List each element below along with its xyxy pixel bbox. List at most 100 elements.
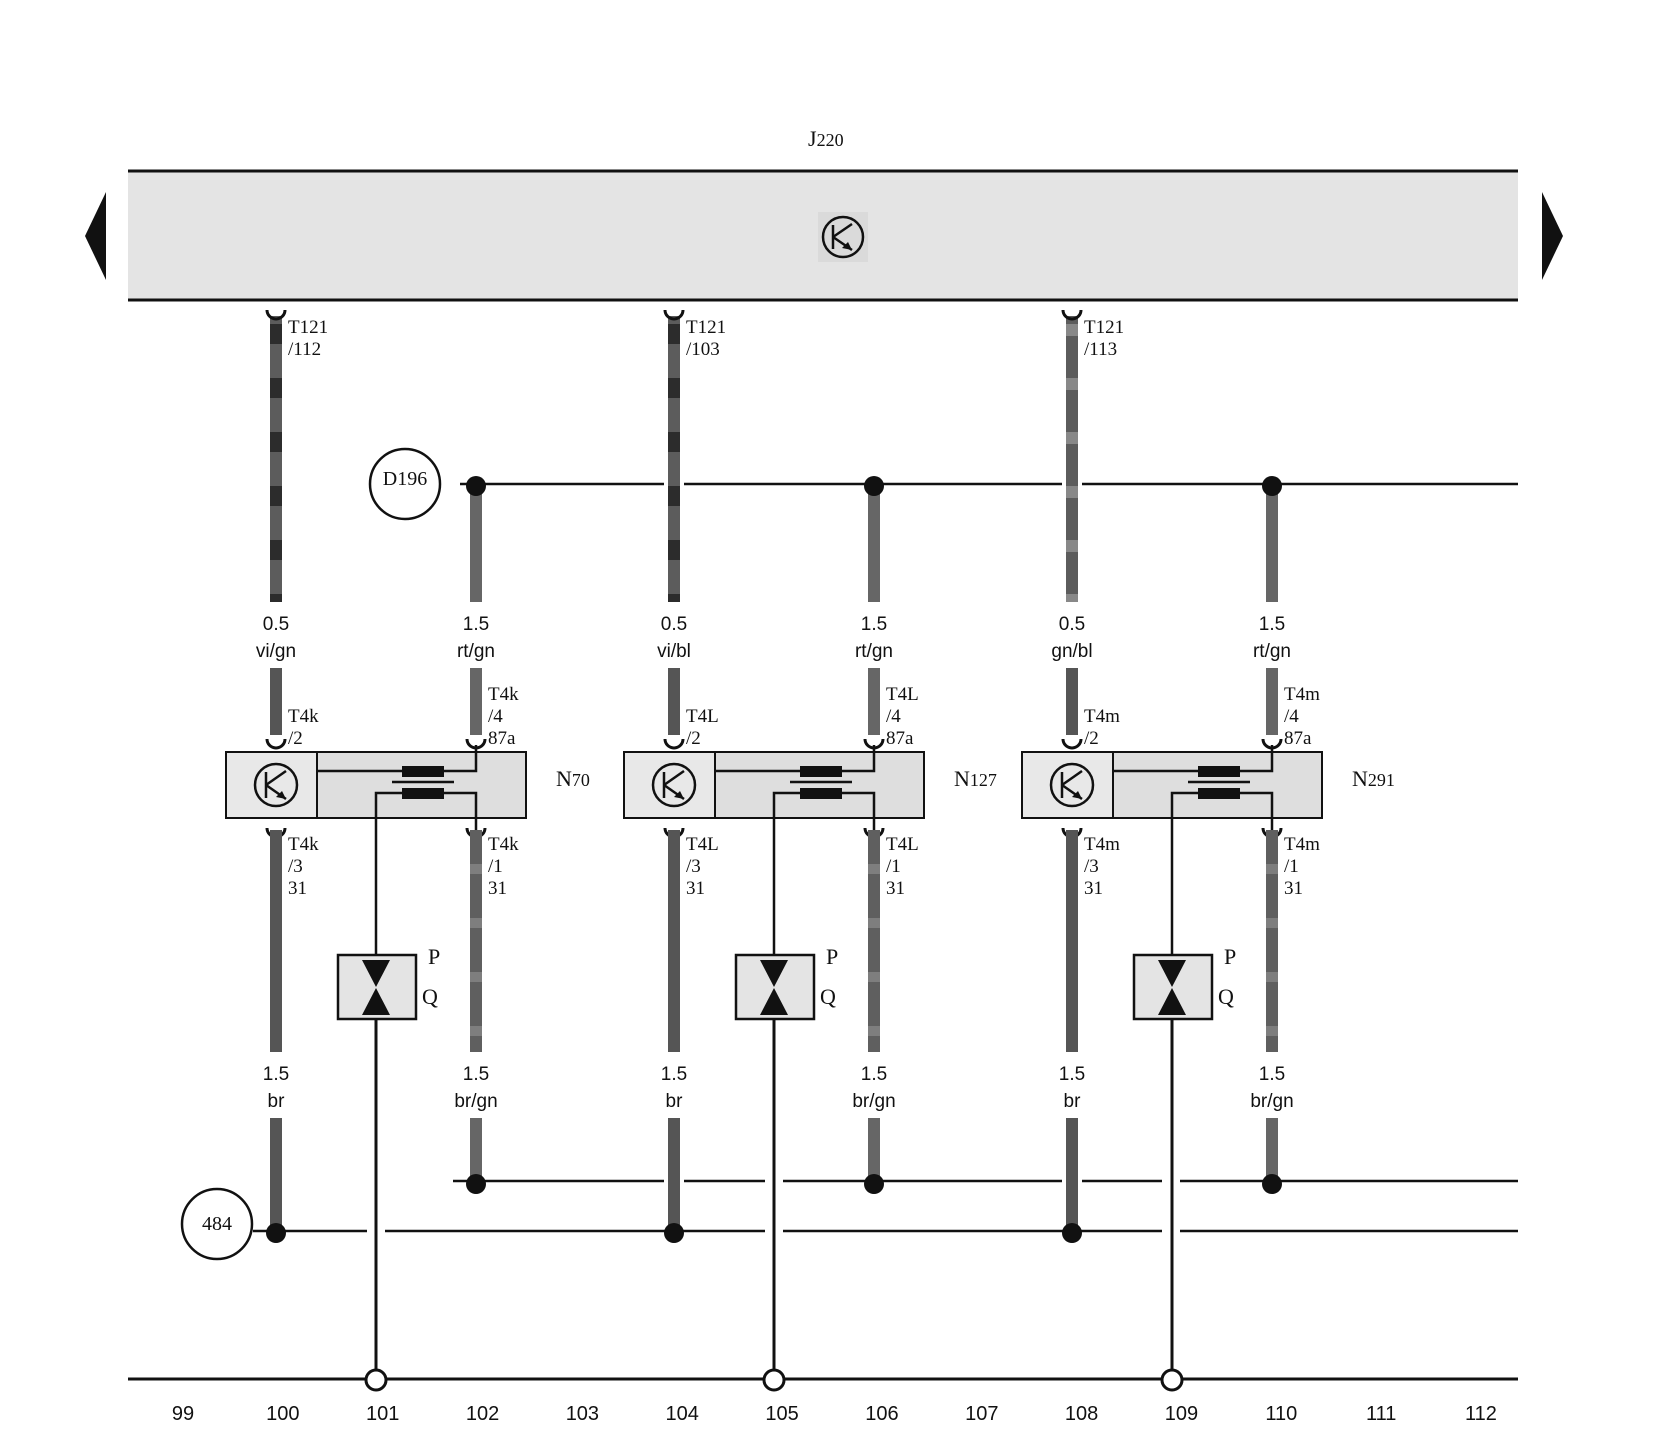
pin-pwr-label: /4 bbox=[1284, 706, 1299, 727]
pin-pwr-label: 87a bbox=[886, 728, 914, 749]
valve-port-p: P bbox=[428, 944, 440, 969]
wire-supply-upper bbox=[470, 490, 482, 602]
valve-port-q: Q bbox=[1218, 984, 1234, 1009]
valve-port-q: Q bbox=[422, 984, 438, 1009]
valve-port-p: P bbox=[1224, 944, 1236, 969]
wire-size-label: 1.5 bbox=[1059, 1064, 1085, 1085]
bottom-terminal-icon bbox=[762, 1368, 786, 1392]
wire-ground2-upper bbox=[1266, 830, 1278, 1052]
wire-color-label: br/gn bbox=[454, 1091, 497, 1112]
continuation-left-icon bbox=[85, 192, 106, 280]
valve-port-q: Q bbox=[820, 984, 836, 1009]
unit-name-sub: 70 bbox=[572, 770, 590, 790]
unit-name-main: N bbox=[954, 766, 970, 791]
track-number: 106 bbox=[865, 1403, 898, 1425]
unit-driver-box bbox=[1021, 751, 1114, 819]
track-number: 108 bbox=[1065, 1403, 1098, 1425]
wire-size-label: 1.5 bbox=[263, 1064, 289, 1085]
track-number: 105 bbox=[765, 1403, 798, 1425]
track-number: 109 bbox=[1165, 1403, 1198, 1425]
pin-ctrl-label: /2 bbox=[686, 728, 701, 749]
relay-contact-icon bbox=[1198, 766, 1240, 777]
pin-ctrl-label: /2 bbox=[1084, 728, 1099, 749]
pin-gnd-label: 31 bbox=[686, 878, 705, 899]
track-number: 104 bbox=[666, 1403, 699, 1425]
wire-color-label: rt/gn bbox=[855, 641, 893, 662]
wire-color-label: br/gn bbox=[852, 1091, 895, 1112]
transistor-icon bbox=[1049, 762, 1095, 808]
wire-size-label: 1.5 bbox=[861, 1064, 887, 1085]
ecu-pin-icon bbox=[1061, 309, 1083, 321]
transistor-icon bbox=[651, 762, 697, 808]
bottom-terminal-icon bbox=[364, 1368, 388, 1392]
unit-name-label: N70 bbox=[556, 766, 590, 791]
wire-ecu-lower bbox=[270, 668, 282, 735]
solenoid-unit-n127: T121/1030.5vi/bl1.5rt/gnT4L/2T4L/487aN12… bbox=[623, 309, 997, 1392]
pin-pwr-label: 87a bbox=[1284, 728, 1312, 749]
pin-pwr-label: T4k bbox=[488, 684, 519, 705]
wire-supply-lower bbox=[470, 668, 482, 735]
pin-gnd2-label: /1 bbox=[488, 856, 503, 877]
wire-ground-lower bbox=[270, 1118, 282, 1231]
ecu-j220: J220 bbox=[85, 126, 1563, 302]
units-layer: T121/1120.5vi/gn1.5rt/gnT4k/2T4k/487aN70… bbox=[225, 309, 1395, 1392]
wire-ground-upper bbox=[270, 830, 282, 1052]
bus-lines bbox=[128, 482, 1518, 1381]
pin-pwr-label: T4L bbox=[886, 684, 919, 705]
wire-color-label: br bbox=[666, 1091, 684, 1112]
ecu-pin-label: /112 bbox=[288, 339, 321, 360]
track-number: 102 bbox=[466, 1403, 499, 1425]
wire-size-label: 0.5 bbox=[661, 614, 687, 635]
wire-ground-lower bbox=[1066, 1118, 1078, 1231]
wire-size-label: 0.5 bbox=[263, 614, 289, 635]
valve-icon bbox=[336, 953, 418, 1021]
pin-gnd2-label: /1 bbox=[886, 856, 901, 877]
pin-gnd-label: /3 bbox=[686, 856, 701, 877]
pin-pwr-label: T4m bbox=[1284, 684, 1320, 705]
pin-pwr-label: 87a bbox=[488, 728, 516, 749]
pin-ctrl-label: T4m bbox=[1084, 706, 1120, 727]
ref-484-label: 484 bbox=[202, 1213, 232, 1235]
wire-ground-upper bbox=[668, 830, 680, 1052]
pin-gnd2-label: 31 bbox=[488, 878, 507, 899]
pin-gnd-label: /3 bbox=[1084, 856, 1099, 877]
valve-icon bbox=[1132, 953, 1214, 1021]
wire-ground2-lower bbox=[868, 1118, 880, 1181]
wire-supply-lower bbox=[1266, 668, 1278, 735]
wire-ground2-upper bbox=[470, 830, 482, 1052]
wire-supply-upper bbox=[1266, 490, 1278, 602]
pin-ctrl-label: T4L bbox=[686, 706, 719, 727]
relay-contact-icon bbox=[1198, 788, 1240, 799]
wire-color-label: rt/gn bbox=[1253, 641, 1291, 662]
wire-ecu-upper bbox=[270, 316, 282, 602]
unit-driver-box bbox=[225, 751, 318, 819]
pin-gnd2-label: T4m bbox=[1284, 834, 1320, 855]
wire-color-label: br/gn bbox=[1250, 1091, 1293, 1112]
valve-icon bbox=[734, 953, 816, 1021]
relay-wire-upper bbox=[715, 745, 876, 773]
wire-ecu-upper bbox=[668, 316, 680, 602]
unit-name-main: N bbox=[556, 766, 572, 791]
relay-contact-icon bbox=[402, 766, 444, 777]
junction-ground bbox=[266, 1223, 286, 1243]
track-number: 111 bbox=[1366, 1403, 1396, 1425]
junction-ground bbox=[664, 1223, 684, 1243]
pin-gnd-label: T4L bbox=[686, 834, 719, 855]
wire-size-label: 1.5 bbox=[463, 1064, 489, 1085]
wire-size-label: 0.5 bbox=[1059, 614, 1085, 635]
unit-name-label: N291 bbox=[1352, 766, 1395, 791]
wire-ecu-lower bbox=[1066, 668, 1078, 735]
solenoid-unit-n70: T121/1120.5vi/gn1.5rt/gnT4k/2T4k/487aN70… bbox=[225, 309, 590, 1392]
relay-wire-upper bbox=[317, 745, 478, 773]
ecu-pin-label: T121 bbox=[288, 317, 328, 338]
junction-d196 bbox=[1262, 476, 1282, 496]
wire-color-label: br bbox=[1064, 1091, 1082, 1112]
wire-ground2-upper bbox=[868, 830, 880, 1052]
pin-pwr-label: /4 bbox=[886, 706, 901, 727]
track-number: 99 bbox=[172, 1403, 194, 1425]
pin-ctrl-icon bbox=[1061, 738, 1083, 750]
ref-d196-label: D196 bbox=[383, 468, 427, 490]
ecu-pin-label: T121 bbox=[1084, 317, 1124, 338]
junction-d196 bbox=[864, 476, 884, 496]
unit-name-sub: 127 bbox=[970, 770, 997, 790]
